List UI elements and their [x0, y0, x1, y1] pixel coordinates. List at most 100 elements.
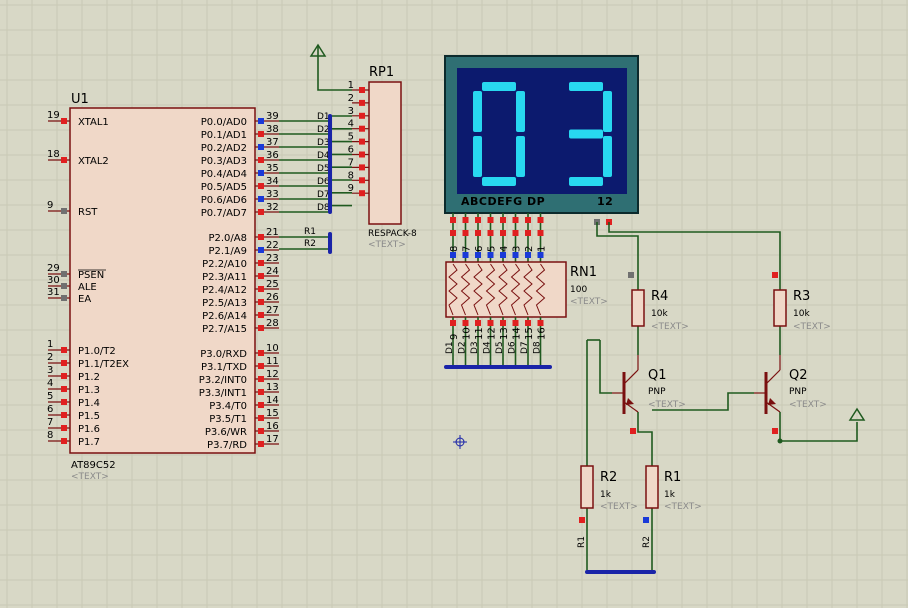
rn1-text-placeholder: <TEXT>: [570, 297, 608, 307]
p0-net-label: D8: [317, 203, 330, 213]
u1-pin-label: P0.0/AD0: [201, 117, 247, 128]
rp1-pin-number: 5: [348, 132, 354, 143]
segment-d: [482, 177, 516, 186]
u1-pin-label: P0.1/AD1: [201, 130, 247, 141]
segment-g: [569, 129, 603, 139]
r1-text-placeholder: <TEXT>: [664, 502, 702, 512]
u1-body[interactable]: [69, 107, 256, 454]
p0-net-label: D4: [317, 151, 330, 161]
rp1-part: RESPACK-8: [368, 229, 417, 239]
rn1-pin-number: 10: [462, 327, 473, 340]
rn1-pin-number: 8: [449, 246, 460, 252]
display-segment-labels: ABCDEFG DP: [461, 195, 545, 208]
r2-body[interactable]: [580, 465, 594, 509]
u1-pin-label: P2.3/A11: [202, 272, 247, 283]
rn1-pin-number: 16: [537, 327, 548, 340]
segment-c: [603, 136, 612, 177]
p0-net-label: D2: [317, 125, 330, 135]
q2-text-placeholder: <TEXT>: [789, 400, 827, 410]
rn1-net-label: D1: [445, 341, 455, 354]
q2-ref: Q2: [789, 368, 808, 383]
crosshair-cursor-icon: [453, 435, 467, 449]
u1-pin-number: 37: [266, 137, 279, 148]
u1-pin-label: P3.0/RXD: [200, 349, 247, 360]
u1-pin-number: 21: [266, 227, 279, 238]
u1-pin-number: 36: [266, 150, 279, 161]
rn1-pin-number: 3: [512, 246, 523, 252]
u1-pin-label: PSEN: [78, 270, 104, 281]
rn1-pin-number: 1: [537, 246, 548, 252]
u1-pin-label: P2.7/A15: [202, 324, 247, 335]
p0-net-label: D6: [317, 177, 330, 187]
u1-pin-number: 3: [47, 365, 53, 376]
r3-body[interactable]: [773, 289, 787, 327]
p2-control-wires: R1 R2: [279, 227, 332, 254]
rp1-text-placeholder: <TEXT>: [368, 240, 406, 250]
u1-pin-label: P1.6: [78, 424, 100, 435]
u1-right-pins: 39P0.0/AD038P0.1/AD137P0.2/AD236P0.3/AD3…: [199, 111, 279, 451]
rp1-body[interactable]: [368, 81, 402, 225]
q1-ref: Q1: [648, 368, 667, 383]
r4-text-placeholder: <TEXT>: [651, 322, 689, 332]
rn1-pin-number: 5: [487, 246, 498, 252]
p0-net-label: D5: [317, 164, 330, 174]
u1-pin-number: 35: [266, 163, 279, 174]
u1-pin-label: P3.6/WR: [205, 427, 247, 438]
rn1-pin-number: 14: [512, 327, 523, 340]
resistor-r1[interactable]: R1 1k <TEXT> R2: [642, 465, 702, 548]
u1-pin-number: 16: [266, 421, 279, 432]
resistor-r2[interactable]: R2 1k <TEXT> R1: [577, 465, 638, 548]
u1-left-pins: 19XTAL118XTAL29RST29PSEN30ALE31EA1P1.0/T…: [47, 110, 129, 448]
u1-pin-label: P3.2/INT0: [199, 375, 247, 386]
q1-text-placeholder: <TEXT>: [648, 400, 686, 410]
u1-pin-label: RST: [78, 207, 98, 218]
u1-pin-label: P3.5/T1: [209, 414, 247, 425]
transistor-q1[interactable]: Q1 PNP <TEXT>: [612, 355, 686, 434]
u1-pin-number: 1: [47, 339, 53, 350]
seven-segment-display[interactable]: ABCDEFG DP 12: [444, 55, 639, 262]
resistor-r4[interactable]: R4 10k <TEXT>: [628, 272, 689, 332]
u1-pin-label: P2.5/A13: [202, 298, 247, 309]
r4-body[interactable]: [631, 289, 645, 327]
rp1-ref: RP1: [369, 65, 394, 80]
rn1-net-label: D7: [520, 341, 530, 354]
u1-pin-label: P3.4/T0: [209, 401, 247, 412]
rn1-pin-number: 6: [474, 246, 485, 252]
u1-pin-number: 18: [47, 149, 60, 160]
u1-pin-number: 25: [266, 279, 279, 290]
rn1-resistor-zigzags: [448, 263, 546, 316]
power-arrow-icon: [309, 43, 327, 57]
r1-body[interactable]: [645, 465, 659, 509]
power-terminal-vcc-right[interactable]: [848, 407, 866, 421]
power-terminal-vcc-left[interactable]: [309, 43, 327, 60]
u1-pin-number: 30: [47, 275, 60, 286]
u1-pin-label: P1.4: [78, 398, 100, 409]
driver-wires: [586, 222, 858, 570]
rp1-pin-number: 3: [348, 106, 354, 117]
u1-pin-number: 14: [266, 395, 279, 406]
r2-text-placeholder: <TEXT>: [600, 502, 638, 512]
junction-dot: [777, 438, 783, 444]
rn1-pin-number: 4: [499, 246, 510, 252]
u1-pin-number: 31: [47, 287, 60, 298]
rn1-net-label: D5: [495, 341, 505, 354]
r1-value: 1k: [664, 490, 676, 500]
rn1-pin-number: 2: [524, 246, 535, 252]
segment-a: [569, 82, 603, 91]
u1-pin-number: 17: [266, 434, 279, 445]
u1-pin-number: 9: [47, 200, 53, 211]
rn1-net-label: D3: [470, 341, 480, 354]
u1-pin-number: 6: [47, 404, 53, 415]
u1-microcontroller[interactable]: U1 19XTAL118XTAL29RST29PSEN30ALE31EA1P1.…: [47, 92, 279, 482]
resistor-r3[interactable]: R3 10k <TEXT>: [772, 272, 831, 332]
rn1-pin-number: 11: [474, 327, 485, 340]
transistor-q2[interactable]: Q2 PNP <TEXT>: [754, 355, 827, 434]
r2-net-label: R1: [577, 536, 587, 548]
rp1-pin-number: 8: [348, 170, 354, 181]
u1-pin-number: 33: [266, 189, 279, 200]
segment-b: [603, 91, 612, 132]
